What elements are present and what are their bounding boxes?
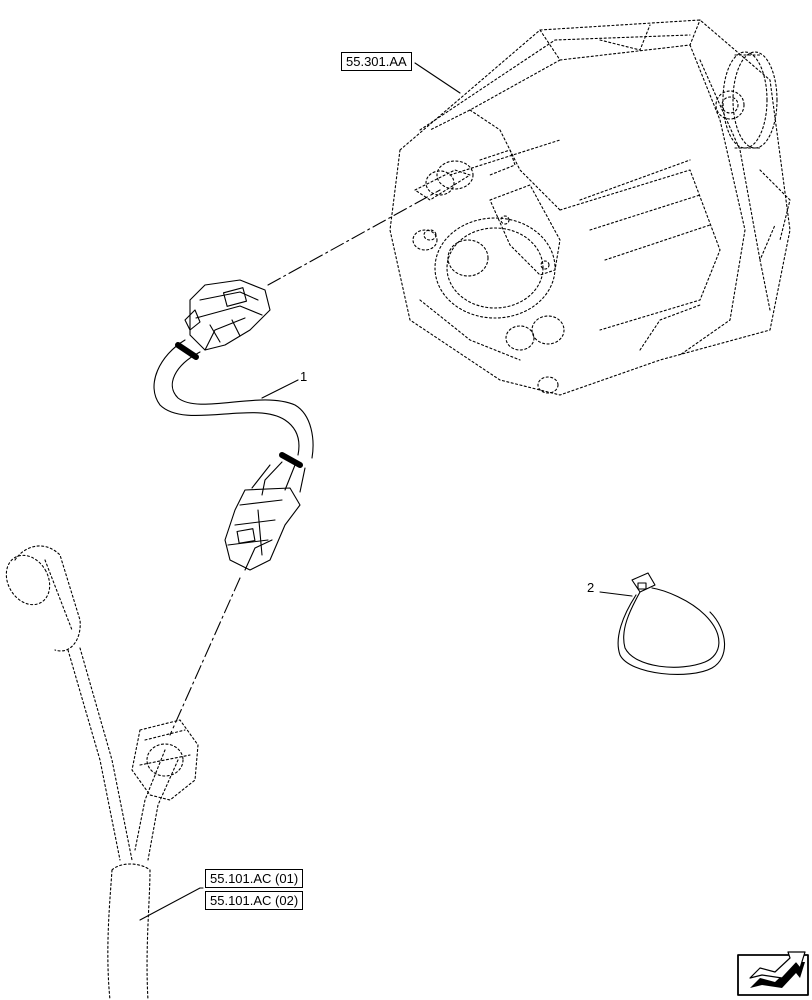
harness-alignment-line (169, 577, 241, 736)
wiring-cable (153, 339, 314, 468)
upper-connector (184, 279, 271, 351)
alternator-drawing (389, 19, 791, 396)
next-page-arrow-icon[interactable] (737, 951, 809, 996)
alternator-leader-line (414, 62, 461, 94)
item-1-callout: 1 (300, 369, 308, 384)
harness-reference-label-1[interactable]: 55.101.AC (01) (205, 869, 304, 888)
item-2-callout: 2 (587, 580, 595, 595)
connector-alignment-line (267, 189, 441, 286)
main-harness (5, 545, 199, 1000)
cable-tie (617, 572, 726, 675)
item-2-leader-line (599, 591, 633, 597)
lower-connector (224, 461, 306, 571)
item-1-leader-line (261, 379, 299, 399)
alternator-reference-label[interactable]: 55.301.AA (341, 52, 412, 71)
harness-leader-line (139, 887, 204, 921)
harness-reference-label-2[interactable]: 55.101.AC (02) (205, 891, 304, 910)
